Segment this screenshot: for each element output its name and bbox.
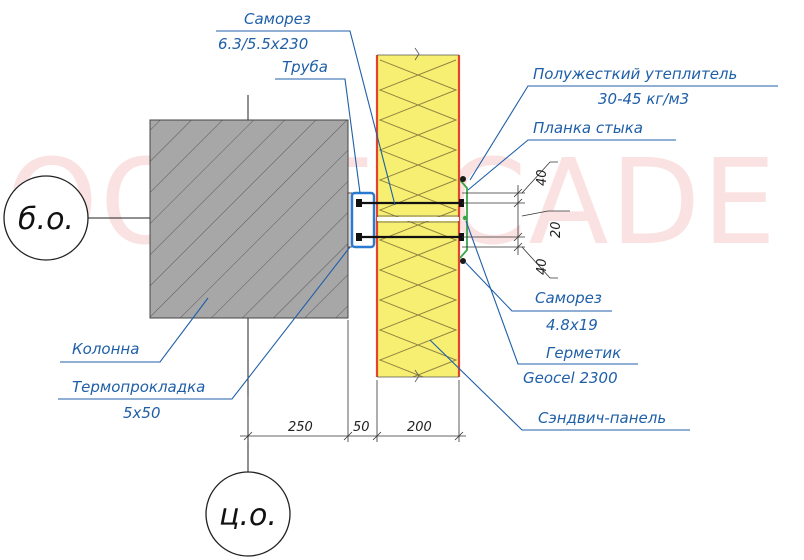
axis-label-bo: б.о. xyxy=(18,202,74,237)
callout-sandwich-panel: Сэндвич-панель xyxy=(429,339,690,431)
dim-gap: 50 xyxy=(353,420,370,435)
callout-screw-long-name: Саморез xyxy=(244,10,311,28)
callout-insulation-name: Полужесткий утеплитель xyxy=(533,65,737,83)
callout-sealant: Герметик Geocel 2300 xyxy=(465,220,638,387)
steel-pipe xyxy=(350,191,376,249)
callout-screw-short-name: Саморез xyxy=(535,289,602,307)
callout-column-label: Колонна xyxy=(72,340,139,358)
callout-screw-short-size: 4.8x19 xyxy=(546,316,598,334)
callout-pipe-label: Труба xyxy=(282,58,328,76)
dim-panel: 200 xyxy=(407,420,432,435)
bottom-dimension-chain xyxy=(240,320,466,442)
sealant xyxy=(462,215,468,221)
axis-marker-bo xyxy=(3,175,89,261)
axis-label-co: ц.о. xyxy=(219,498,277,533)
callout-thermal-pad: Термопрокладка 5x50 xyxy=(58,246,351,422)
callout-thermal-pad-name: Термопрокладка xyxy=(72,378,205,396)
callout-joint-strip: Планка стыка xyxy=(467,119,676,191)
joint-strip xyxy=(459,179,468,259)
column xyxy=(149,119,349,319)
callout-column: Колонна xyxy=(60,297,209,363)
callout-screw-long-size: 6.3/5.5x230 xyxy=(218,35,308,53)
joint-dimensions xyxy=(462,161,570,279)
callout-thermal-pad-size: 5x50 xyxy=(123,404,161,422)
dim-joint-middle: 20 xyxy=(549,221,564,238)
long-screws xyxy=(356,199,464,241)
callout-joint-strip-label: Планка стыка xyxy=(533,119,643,137)
short-screws xyxy=(460,176,466,264)
dim-joint-lower: 40 xyxy=(535,258,550,275)
callout-insulation-density: 30-45 кг/м3 xyxy=(598,90,689,108)
insulation-wave-pattern xyxy=(378,59,458,377)
dim-joint-upper: 40 xyxy=(535,169,550,186)
callout-screw-long: Саморез 6.3/5.5x230 xyxy=(216,10,396,206)
dim-column: 250 xyxy=(288,420,313,435)
callout-sealant-name: Герметик xyxy=(546,344,621,362)
callout-sandwich-panel-label: Сэндвич-панель xyxy=(538,409,666,427)
callout-pipe: Труба xyxy=(275,58,361,194)
callout-insulation: Полужесткий утеплитель 30-45 кг/м3 xyxy=(469,65,778,181)
callout-sealant-brand: Geocel 2300 xyxy=(523,369,618,387)
callout-screw-short: Саморез 4.8x19 xyxy=(464,261,612,334)
axis-marker-co xyxy=(205,471,291,557)
